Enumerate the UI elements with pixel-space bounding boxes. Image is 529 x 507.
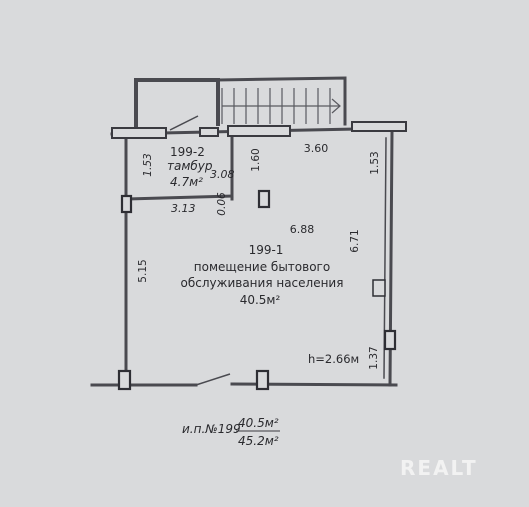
dim-3-08: 3.08 — [210, 168, 235, 181]
room-199-2-name: тамбур — [167, 159, 213, 173]
room-199-1-number: 199-1 — [249, 243, 284, 257]
stair-outer-wall — [216, 76, 347, 126]
dim-1-60: 1.60 — [250, 148, 262, 171]
room-199-1-name-line1: помещение бытового — [194, 260, 330, 274]
dim-1-53-right: 1.53 — [369, 151, 381, 174]
vestibule-door — [169, 115, 199, 131]
column-left-mid — [120, 194, 133, 214]
niche-right — [372, 279, 386, 297]
summary-label: и.п.№199 — [182, 422, 241, 436]
stair-enclosure-wall — [134, 78, 220, 131]
dim-3-13: 3.13 — [171, 202, 196, 215]
room-199-2-number: 199-2 — [170, 145, 205, 159]
dim-6-71: 6.71 — [349, 229, 361, 252]
column-center — [257, 189, 271, 209]
entrance-door — [195, 373, 231, 386]
dim-5-15: 5.15 — [137, 259, 149, 282]
columns — [117, 189, 397, 391]
summary-area-bottom: 45.2м² — [238, 434, 279, 448]
ceiling-height: h=2.66м — [308, 352, 359, 366]
window-top-right — [351, 121, 407, 132]
windows — [111, 121, 407, 139]
summary-area-top: 40.5м² — [238, 416, 279, 430]
column-bottom-middle — [255, 369, 270, 391]
dim-0-06: 0.06 — [216, 192, 228, 216]
dim-3-60: 3.60 — [304, 142, 329, 155]
dim-1-53-left: 1.53 — [142, 153, 154, 176]
realt-watermark: REALT — [400, 456, 478, 480]
room-199-1-name-line2: обслуживания населения — [181, 276, 344, 290]
room-199-1-area: 40.5м² — [240, 293, 281, 307]
column-right — [383, 329, 397, 351]
vestibule-bottom-partition — [124, 194, 234, 201]
dim-1-37: 1.37 — [368, 346, 380, 369]
room-199-2-area: 4.7м² — [170, 175, 203, 189]
stairs — [221, 88, 341, 124]
window-top-middle — [227, 125, 291, 137]
window-stair-side — [199, 127, 219, 137]
dim-6-88: 6.88 — [290, 223, 315, 236]
window-top-left — [111, 127, 167, 139]
column-bottom-left — [117, 369, 132, 391]
